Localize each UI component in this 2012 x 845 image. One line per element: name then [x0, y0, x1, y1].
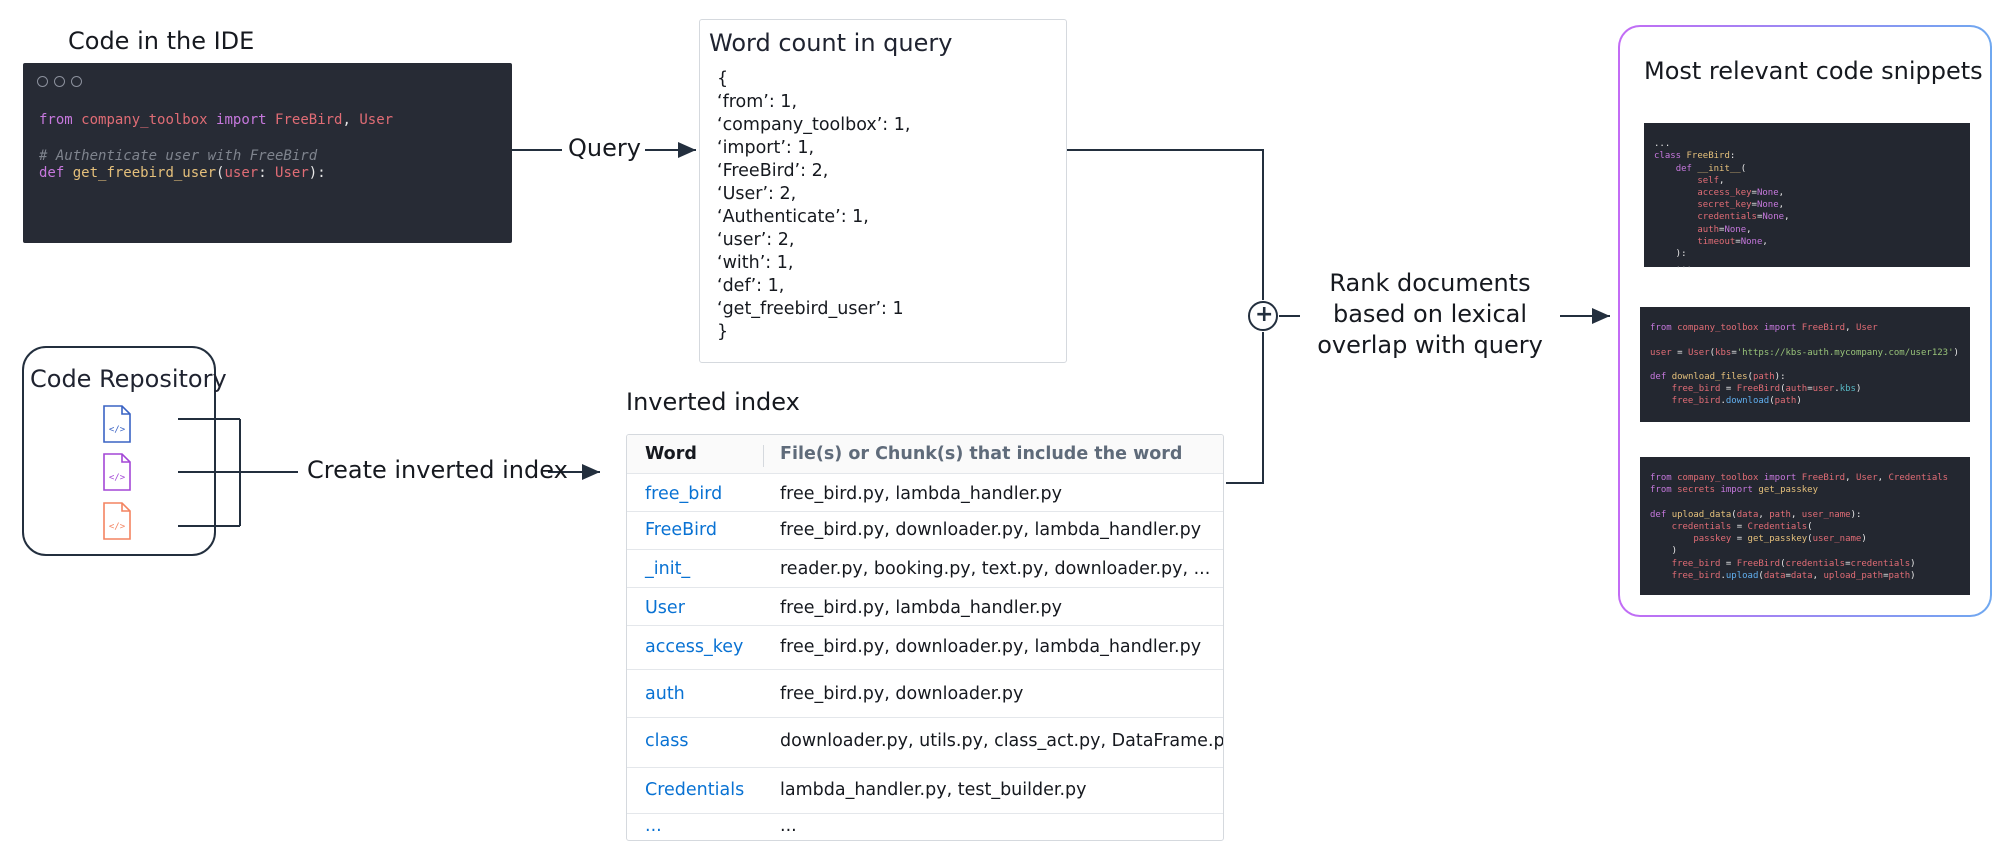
table-row: Credentials lambda_handler.py, test_buil… [627, 768, 1223, 814]
rank-label: Rank documents based on lexical overlap … [1317, 269, 1543, 359]
window-dot-icon [54, 76, 65, 87]
inverted-index-table: Word File(s) or Chunk(s) that include th… [626, 434, 1224, 841]
table-row: free_bird free_bird.py, lambda_handler.p… [627, 474, 1223, 512]
results-title: Most relevant code snippets [1644, 57, 1983, 85]
ide-code-comment: # Authenticate user with FreeBird [39, 148, 318, 164]
word-count-panel: Word count in query { ‘from’: 1, ‘compan… [699, 19, 1067, 363]
repo-title: Code Repository [30, 365, 227, 393]
table-row: class downloader.py, utils.py, class_act… [627, 718, 1223, 768]
ide-code-line-3: def get_freebird_user(user: User): [39, 165, 326, 181]
code-file-icon: </> [103, 405, 131, 443]
table-row: User free_bird.py, lambda_handler.py [627, 588, 1223, 626]
ide-title: Code in the IDE [68, 27, 255, 55]
column-header-files: File(s) or Chunk(s) that include the wor… [780, 444, 1183, 464]
code-snippet-2: from company_toolbox import FreeBird, Us… [1640, 307, 1970, 422]
table-row: ... ... [645, 816, 797, 836]
ide-code-line-1: from company_toolbox import FreeBird, Us… [39, 112, 394, 128]
results-panel: Most relevant code snippets ... class Fr… [1618, 25, 1992, 617]
combine-icon [1248, 301, 1278, 331]
ide-window: from company_toolbox import FreeBird, Us… [23, 63, 512, 243]
table-row: access_key free_bird.py, downloader.py, … [627, 626, 1223, 670]
inverted-index-title: Inverted index [626, 388, 800, 416]
window-controls [37, 76, 82, 87]
code-file-icon: </> [103, 502, 131, 540]
code-repository: Code Repository [22, 346, 227, 556]
code-snippet-3: from company_toolbox import FreeBird, Us… [1640, 457, 1970, 595]
table-header: Word File(s) or Chunk(s) that include th… [627, 435, 1223, 474]
word-count-title: Word count in query [709, 29, 953, 57]
table-row: auth free_bird.py, downloader.py [627, 670, 1223, 718]
table-row: _init_ reader.py, booking.py, text.py, d… [627, 550, 1223, 588]
code-file-icon: </> [103, 453, 131, 491]
svg-text:</>: </> [109, 425, 126, 435]
window-dot-icon [37, 76, 48, 87]
code-snippet-1: ... class FreeBird: def __init__( self, … [1644, 123, 1970, 271]
table-row: FreeBird free_bird.py, downloader.py, la… [627, 512, 1223, 550]
window-dot-icon [71, 76, 82, 87]
svg-text:</>: </> [109, 473, 126, 483]
query-label: Query [568, 134, 641, 162]
word-count-lines: { ‘from’: 1, ‘company_toolbox’: 1, ‘impo… [717, 69, 911, 342]
combine-plus: + [1255, 302, 1274, 327]
svg-text:</>: </> [109, 522, 126, 532]
column-header-word: Word [645, 444, 697, 464]
create-index-label: Create inverted index [307, 456, 568, 484]
